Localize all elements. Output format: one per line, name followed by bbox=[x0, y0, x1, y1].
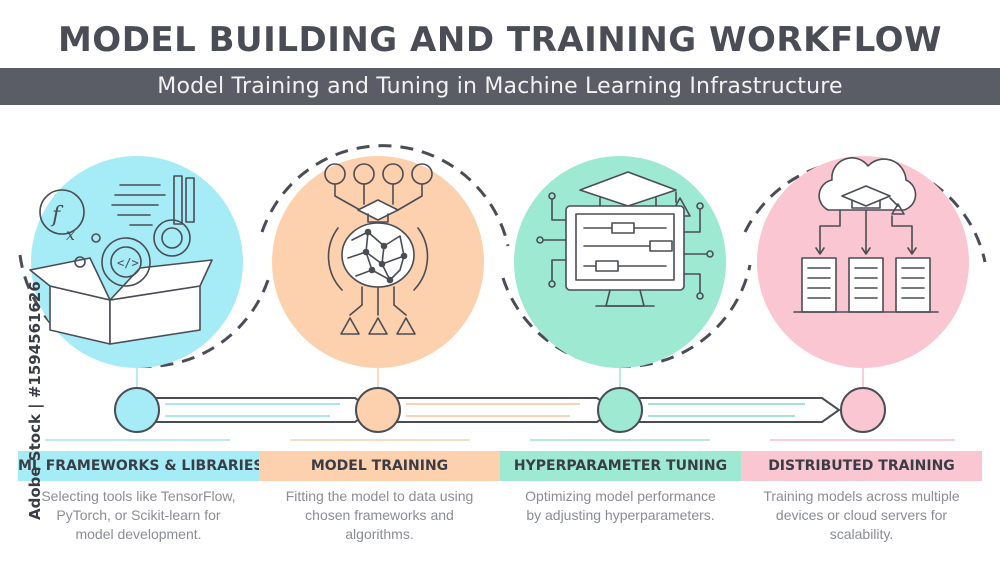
monitor-sliders-icon bbox=[536, 171, 714, 307]
timeline-node-1 bbox=[114, 387, 160, 433]
dashed-arc-3 bbox=[501, 264, 752, 369]
timeline-node-2 bbox=[355, 387, 401, 433]
timeline-node-4 bbox=[840, 387, 886, 433]
timeline-node-3 bbox=[597, 387, 643, 433]
vertical-connectors bbox=[136, 368, 864, 390]
subtitle-bar: Model Training and Tuning in Machine Lea… bbox=[0, 68, 1000, 105]
stock-watermark: Adobe Stock | #1594561626 bbox=[26, 281, 44, 520]
page-subtitle: Model Training and Tuning in Machine Lea… bbox=[157, 74, 843, 99]
open-box-code-gears-icon: f x </> bbox=[29, 175, 213, 345]
step-desc-ml-frameworks: Selecting tools like TensorFlow, PyTorch… bbox=[41, 488, 236, 542]
svg-text:</>: </> bbox=[117, 256, 139, 270]
dashed-arc-1 bbox=[18, 254, 270, 368]
page-title: MODEL BUILDING AND TRAINING WORKFLOW bbox=[57, 20, 943, 60]
cloud-servers-icon bbox=[793, 157, 939, 313]
step-desc-model-training: Fitting the model to data using chosen f… bbox=[285, 488, 474, 542]
timeline-arrows bbox=[136, 397, 841, 423]
step-label-model-training: MODEL TRAINING bbox=[259, 451, 500, 481]
dashed-arc-2 bbox=[260, 144, 510, 247]
timeline-streaks bbox=[165, 403, 805, 417]
ai-brain-network-icon bbox=[324, 163, 433, 335]
step-desc-hyperparameter-tuning: Optimizing model performance by adjustin… bbox=[525, 488, 716, 523]
svg-text:x: x bbox=[66, 225, 75, 244]
step-label-ml-frameworks: ML FRAMEWORKS & LIBRARIES bbox=[18, 451, 263, 481]
step-label-distributed-training: DISTRIBUTED TRAINING bbox=[741, 451, 982, 481]
step-label-hyperparameter-tuning: HYPERPARAMETER TUNING bbox=[500, 451, 741, 481]
step-desc-distributed-training: Training models across multiple devices … bbox=[763, 488, 960, 542]
